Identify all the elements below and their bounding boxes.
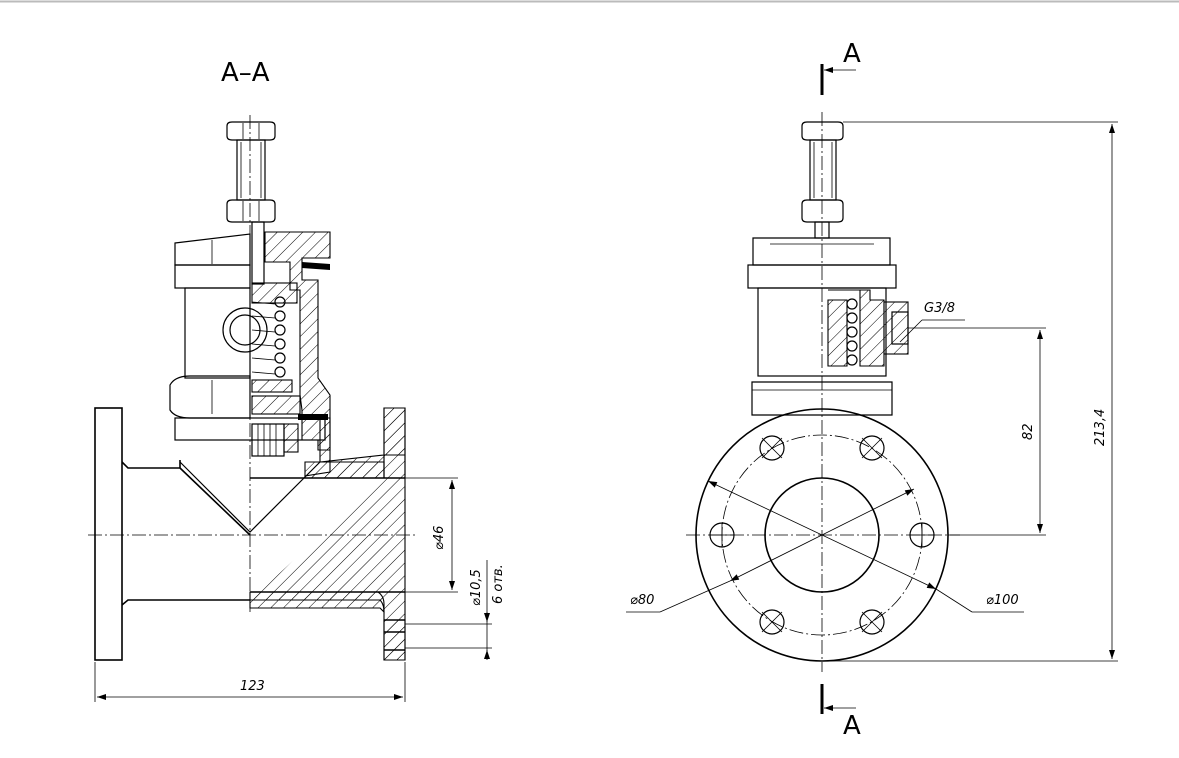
top-stem-nut — [226, 121, 276, 141]
bonnet-cap — [174, 233, 251, 266]
dim-length-label: 123 — [240, 679, 265, 694]
front-lower-stem-nut — [801, 199, 844, 223]
cone-left — [179, 461, 321, 533]
left-flange — [94, 407, 123, 661]
seat-ring — [283, 423, 299, 453]
section-mark-bottom: A — [843, 711, 861, 741]
bonnet-body — [184, 287, 251, 379]
body-right-top-wall — [304, 461, 385, 479]
dim-bolt-diameter-label: ⌀100 — [986, 593, 1019, 608]
body-right-bottom-wall — [249, 591, 385, 614]
bonnet-lower-nut — [169, 375, 251, 419]
front-lower-nut — [751, 381, 893, 416]
section-view: A–A — [88, 58, 506, 702]
dim-overall-height-label: 213,4 — [1093, 409, 1108, 446]
dim-line-bolt-diameter — [729, 488, 915, 582]
dim-bore-label: ⌀46 — [432, 526, 447, 550]
dim-hole-label: ⌀10,5 — [469, 569, 484, 606]
gasket-top — [302, 262, 330, 270]
body-left-outline — [121, 460, 251, 606]
body-right-outline — [250, 477, 405, 651]
front-cap — [752, 237, 891, 266]
spring-section — [251, 282, 301, 415]
dim-hole-count-label: 6 отв. — [491, 564, 506, 604]
stem-rod — [251, 221, 265, 285]
lower-stem-nut — [226, 199, 276, 223]
dim-inner-diameter-label: ⌀80 — [630, 593, 654, 608]
section-title: A–A — [221, 58, 270, 88]
front-top-nut — [801, 121, 844, 141]
side-port-inner — [229, 314, 261, 346]
front-view: A A ⌀80 ⌀100 — [626, 39, 1118, 741]
thread-label: G3/8 — [924, 301, 955, 316]
bonnet-upper-ring — [174, 264, 251, 289]
section-mark-top: A — [843, 39, 861, 69]
front-spring — [827, 298, 858, 367]
thread-port — [883, 301, 909, 355]
gasket-bottom — [298, 414, 328, 420]
side-port-outer — [222, 307, 268, 353]
dim-axis-height-label: 82 — [1021, 423, 1036, 440]
